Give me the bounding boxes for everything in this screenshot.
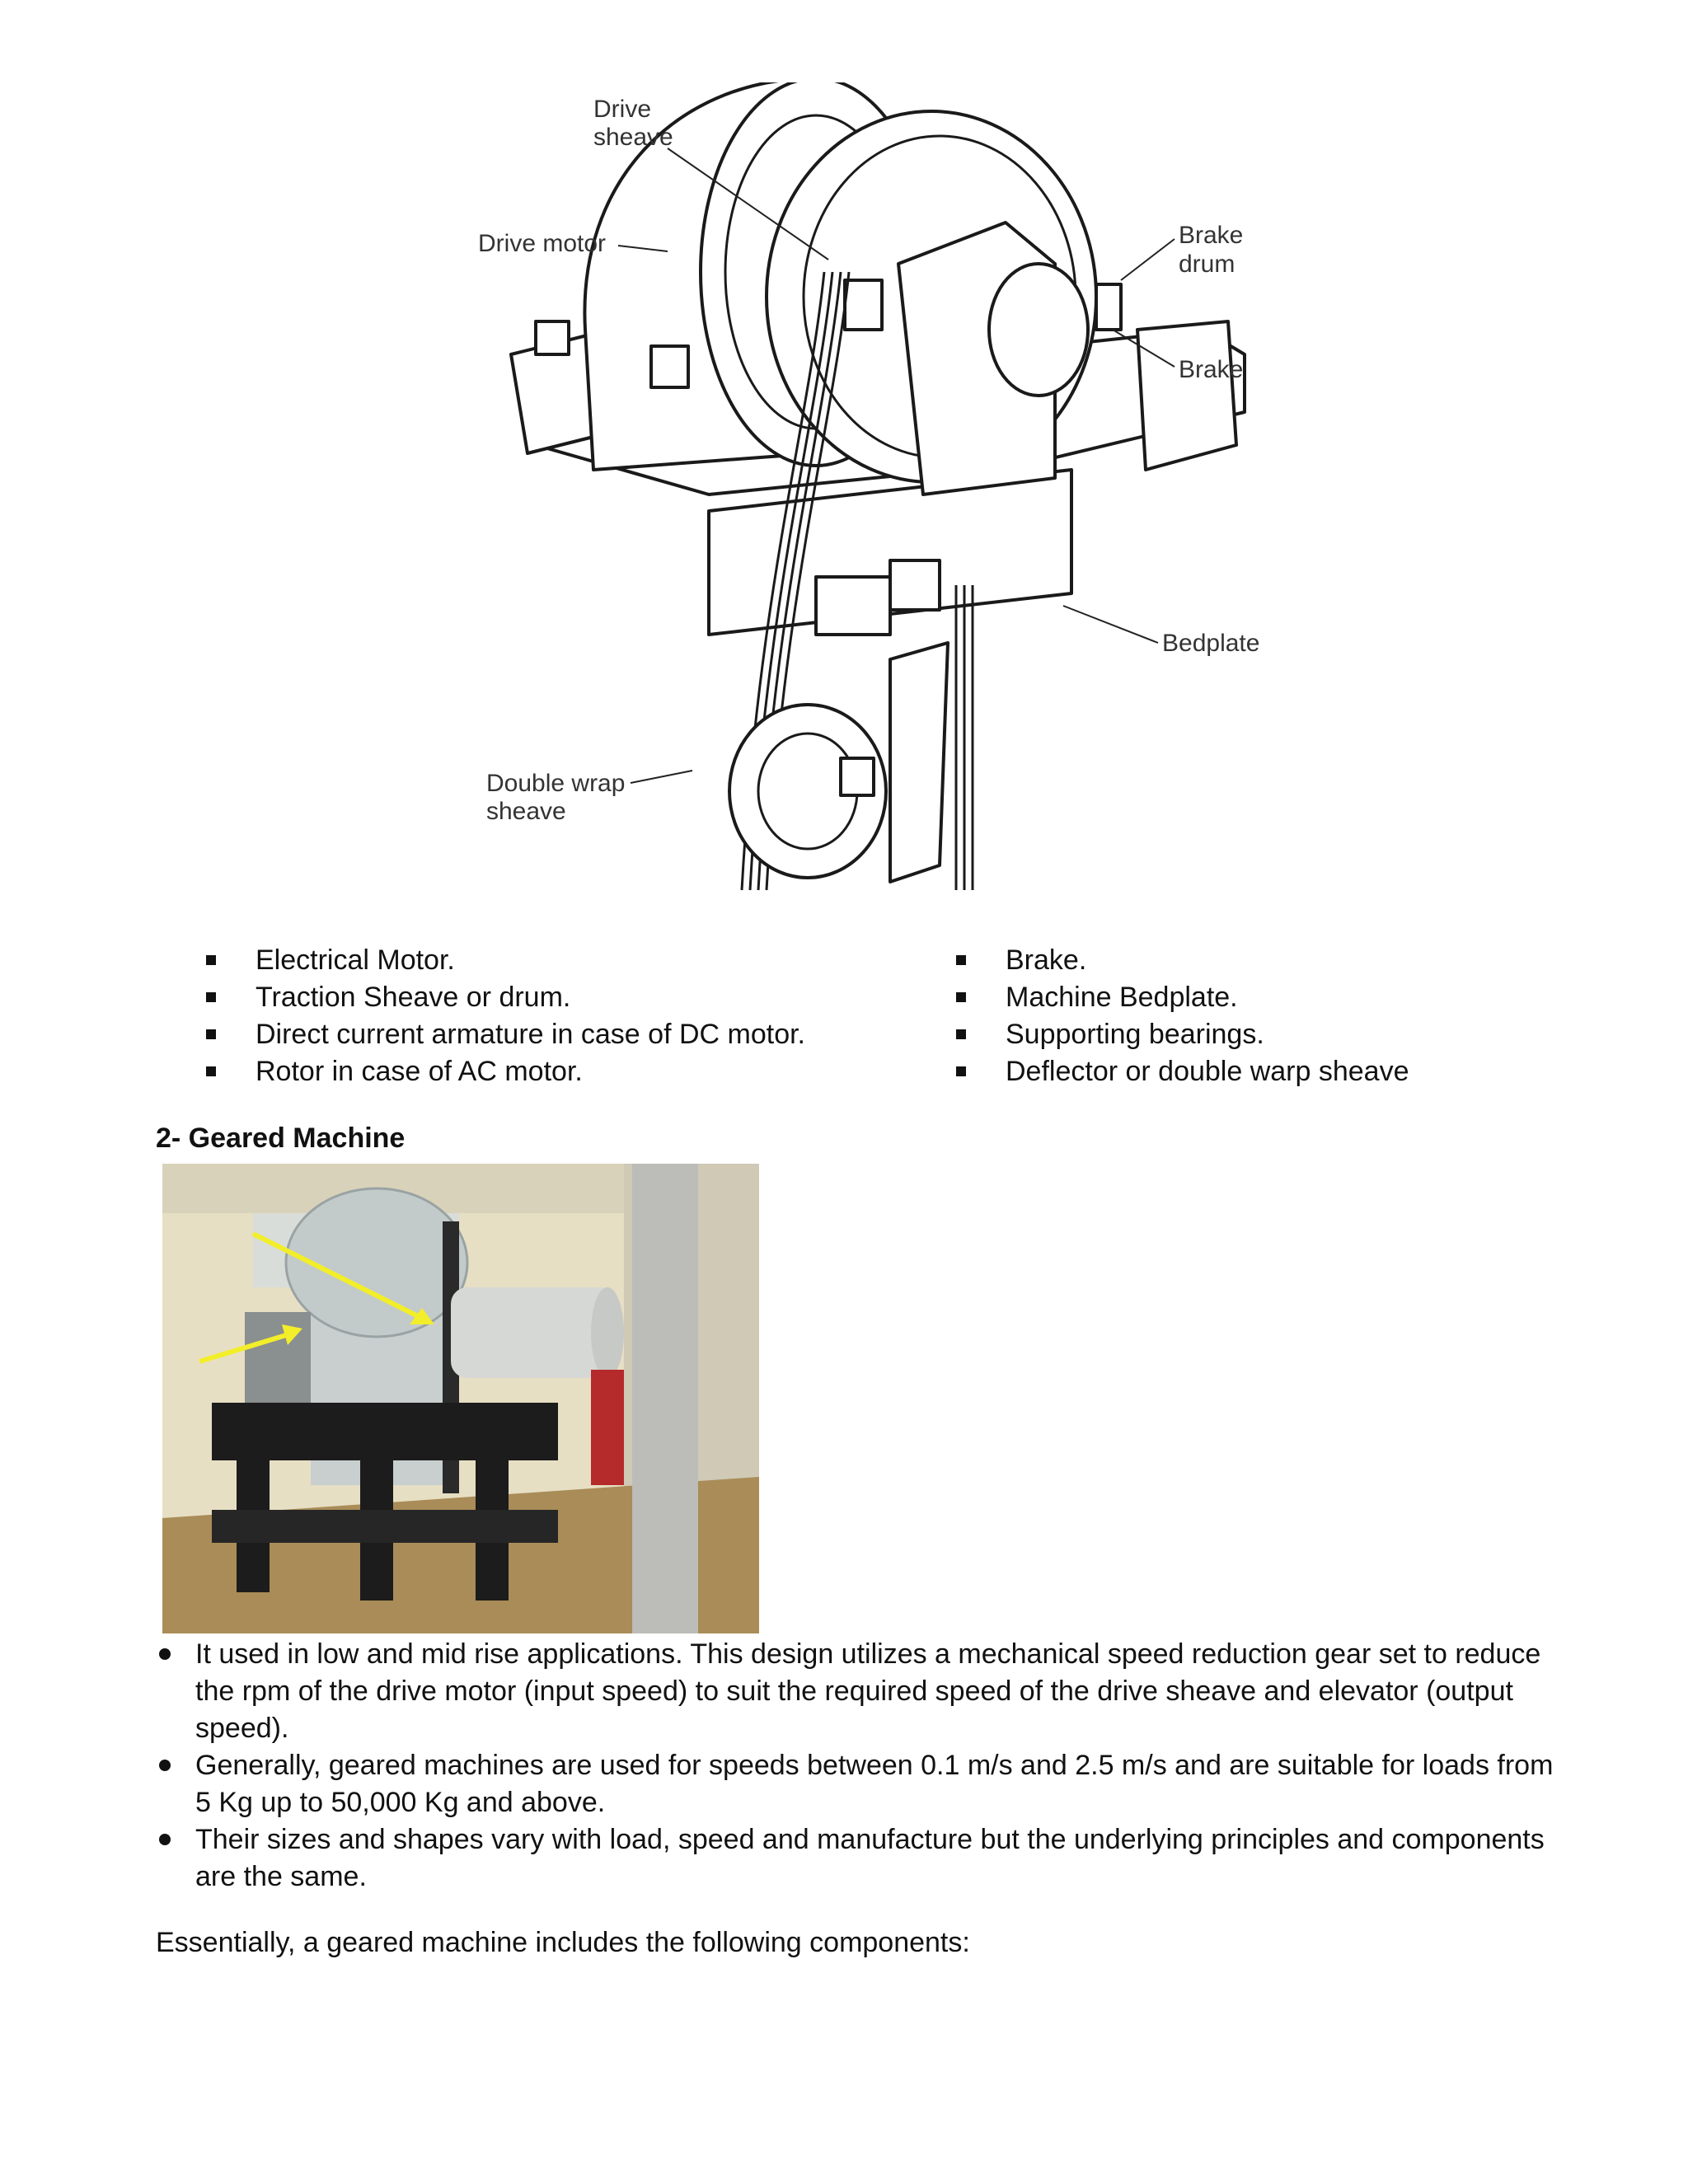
gearless-machine-diagram: Drive sheave Drive motor Brake drum Brak… xyxy=(478,82,1259,891)
brake-drum xyxy=(765,110,1123,496)
leader-double-wrap-sheave xyxy=(630,770,693,784)
list-item: Direct current armature in case of DC mo… xyxy=(206,1016,805,1053)
list-item: Generally, geared machines are used for … xyxy=(156,1747,1557,1821)
square-bullet-icon xyxy=(956,1066,966,1076)
label-drive-sheave-2: sheave xyxy=(593,124,673,151)
square-bullet-icon xyxy=(956,992,966,1002)
geared-machine-bullets: It used in low and mid rise applications… xyxy=(156,1636,1557,1896)
label-double-wrap-sheave-1: Double wrap xyxy=(486,770,625,797)
list-item: Machine Bedplate. xyxy=(956,979,1409,1016)
label-drive-motor: Drive motor xyxy=(478,230,606,257)
bullet-dot-icon xyxy=(159,1834,171,1845)
list-item: Brake. xyxy=(956,942,1409,979)
bullet-dot-icon xyxy=(159,1648,171,1660)
section-heading: 2- Geared Machine xyxy=(156,1122,406,1154)
square-bullet-icon xyxy=(206,992,216,1002)
leader-bedplate xyxy=(1062,605,1159,644)
square-bullet-icon xyxy=(206,1029,216,1039)
label-bedplate: Bedplate xyxy=(1162,630,1259,657)
list-item: Traction Sheave or drum. xyxy=(206,979,805,1016)
components-list-left: Electrical Motor. Traction Sheave or dru… xyxy=(206,942,805,1090)
label-brake: Brake xyxy=(1179,356,1243,383)
yellow-arrow-icon xyxy=(251,1231,428,1323)
closing-paragraph: Essentially, a geared machine includes t… xyxy=(156,1927,970,1958)
list-item: Their sizes and shapes vary with load, s… xyxy=(156,1821,1557,1896)
square-bullet-icon xyxy=(956,1029,966,1039)
label-brake-drum-1: Brake xyxy=(1179,222,1243,249)
leader-drive-sheave xyxy=(667,148,829,260)
label-brake-drum-2: drum xyxy=(1179,251,1235,278)
square-bullet-icon xyxy=(206,1066,216,1076)
leader-drive-motor xyxy=(617,245,668,252)
yellow-arrow-icon xyxy=(199,1330,295,1364)
square-bullet-icon xyxy=(956,955,966,965)
components-list-right: Brake. Machine Bedplate. Supporting bear… xyxy=(956,942,1409,1090)
label-double-wrap-sheave-2: sheave xyxy=(486,798,566,825)
leader-brake-drum xyxy=(1120,238,1175,281)
leader-brake xyxy=(1112,329,1175,368)
list-item: Supporting bearings. xyxy=(956,1016,1409,1053)
list-item: Rotor in case of AC motor. xyxy=(206,1053,805,1090)
arrowhead-icon xyxy=(410,1308,434,1324)
label-drive-sheave-1: Drive xyxy=(593,96,651,123)
double-wrap-sheave xyxy=(728,641,950,883)
bullet-dot-icon xyxy=(159,1760,171,1771)
square-bullet-icon xyxy=(206,955,216,965)
geared-machine-photo xyxy=(162,1164,759,1633)
list-item: Electrical Motor. xyxy=(206,942,805,979)
list-item: Deflector or double warp sheave xyxy=(956,1053,1409,1090)
list-item: It used in low and mid rise applications… xyxy=(156,1636,1557,1747)
arrowhead-icon xyxy=(282,1324,302,1345)
